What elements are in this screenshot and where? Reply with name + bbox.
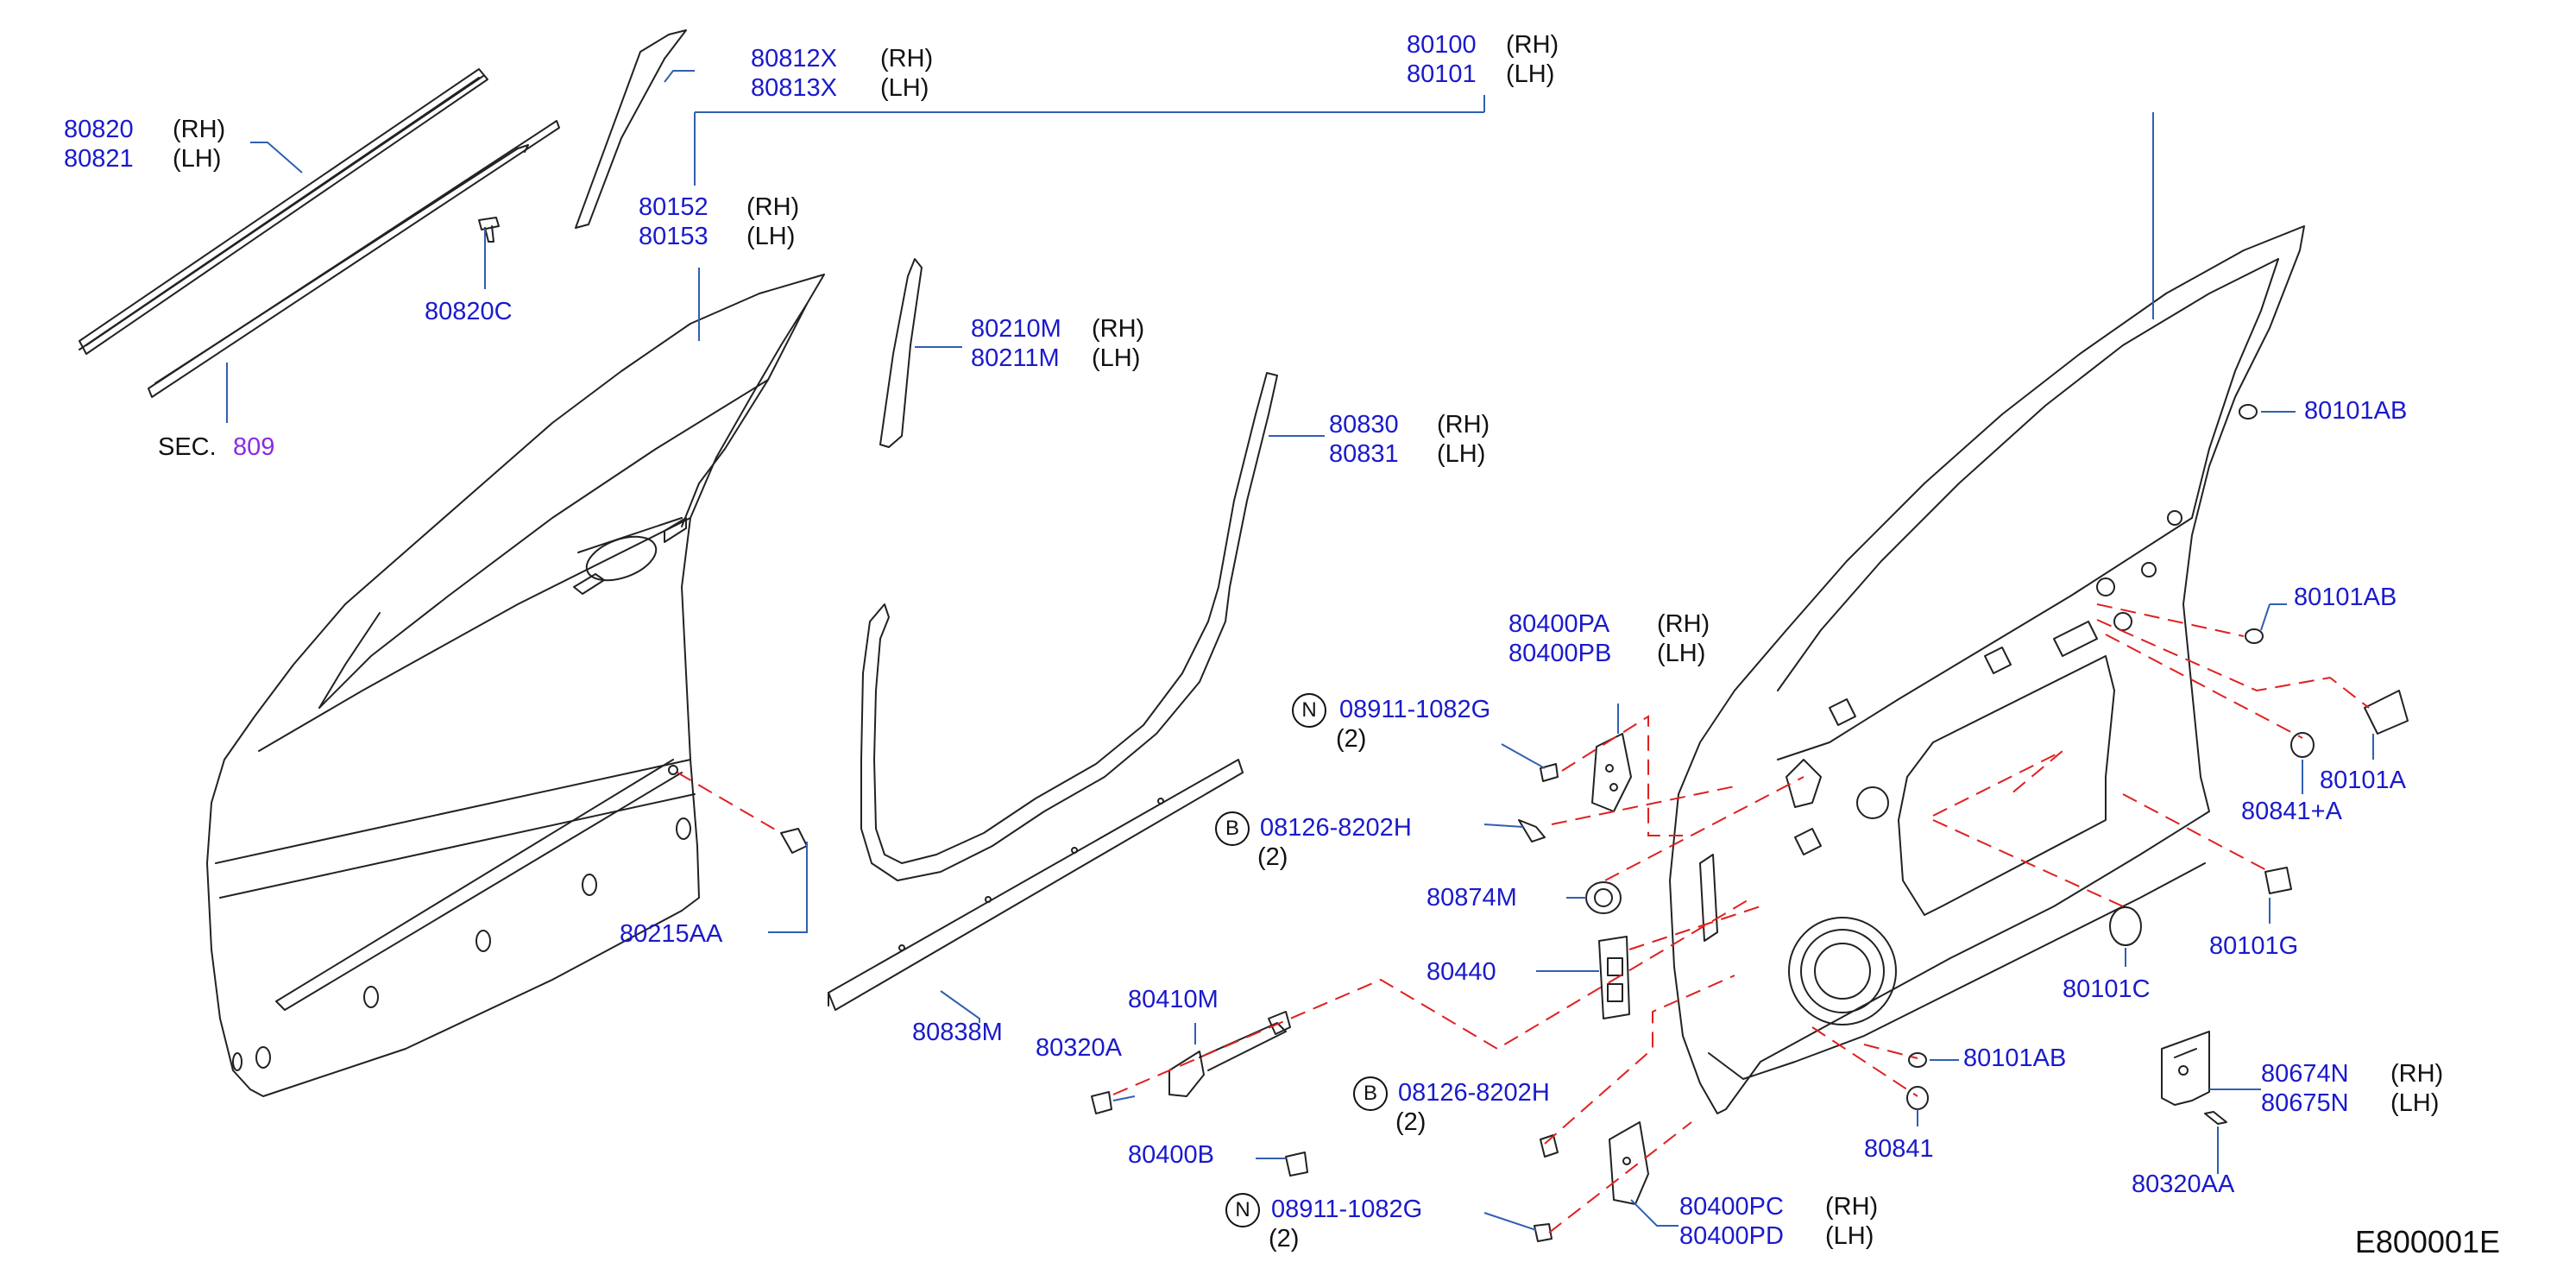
part-80320aa[interactable]: 80320AA <box>2132 1171 2235 1198</box>
upper-hinge <box>1591 733 1632 812</box>
part-80820[interactable]: 80820 <box>64 116 134 143</box>
part-80841-a[interactable]: 80841+A <box>2241 798 2342 825</box>
part-80101a[interactable]: 80101A <box>2320 767 2406 794</box>
part-80101[interactable]: 80101 <box>1407 60 1477 88</box>
part-80831[interactable]: 80831 <box>1329 440 1399 468</box>
quantity-top-nut: (2) <box>1336 725 1367 753</box>
lower-rail <box>828 759 1244 1011</box>
part-80812x[interactable]: 80812X <box>751 45 837 73</box>
lower-door-hinge <box>1609 1121 1649 1205</box>
part-80400pc[interactable]: 80400PC <box>1679 1193 1784 1221</box>
part-80830[interactable]: 80830 <box>1329 411 1399 439</box>
part-80821[interactable]: 80821 <box>64 145 134 173</box>
part-08911-1082g-bottom[interactable]: 08911-1082G <box>1271 1196 1423 1223</box>
diagram-id: E800001E <box>2354 1224 2500 1259</box>
sash-trim <box>575 29 687 229</box>
part-80841[interactable]: 80841 <box>1864 1135 1934 1163</box>
side-lh: (LH) <box>1506 60 1555 88</box>
part-80152[interactable]: 80152 <box>639 193 709 221</box>
part-80400pb[interactable]: 80400PB <box>1508 640 1612 667</box>
part-80400pd[interactable]: 80400PD <box>1679 1222 1784 1250</box>
side-rh: (RH) <box>746 193 800 221</box>
door-weatherstrip <box>860 372 1278 881</box>
striker <box>1598 936 1630 1019</box>
side-lh: (LH) <box>2390 1089 2440 1117</box>
part-80675n[interactable]: 80675N <box>2261 1089 2349 1117</box>
part-80400b[interactable]: 80400B <box>1128 1141 1214 1169</box>
part-80100[interactable]: 80100 <box>1407 31 1477 59</box>
side-rh: (RH) <box>1437 411 1490 439</box>
section-prefix: SEC. <box>158 433 217 461</box>
sash-strip <box>879 258 923 448</box>
part-08126-8202h-top[interactable]: 08126-8202H <box>1260 814 1412 842</box>
inner-belt-seal <box>148 120 560 398</box>
side-lh: (LH) <box>173 145 222 173</box>
side-rh: (RH) <box>1825 1193 1879 1221</box>
side-lh: (LH) <box>880 74 929 102</box>
part-80320a[interactable]: 80320A <box>1036 1034 1122 1062</box>
door-outer-panel <box>206 274 825 1097</box>
side-lh: (LH) <box>746 223 796 250</box>
part-80211m[interactable]: 80211M <box>971 344 1060 372</box>
side-rh: (RH) <box>2390 1060 2444 1088</box>
part-80210m[interactable]: 80210M <box>971 315 1061 343</box>
side-rh: (RH) <box>1506 31 1559 59</box>
side-rh: (RH) <box>173 116 226 143</box>
nut-mark-top: N <box>1292 693 1326 728</box>
part-80215aa[interactable]: 80215AA <box>620 920 723 948</box>
part-80101ab-top[interactable]: 80101AB <box>2304 397 2408 425</box>
part-80813x[interactable]: 80813X <box>751 74 837 102</box>
quantity-bottom-bolt: (2) <box>1395 1108 1427 1136</box>
quantity-top-bolt: (2) <box>1257 843 1288 871</box>
bolt-mark-top: B <box>1215 811 1250 846</box>
quantity-bottom-nut: (2) <box>1269 1225 1300 1253</box>
side-rh: (RH) <box>1657 610 1710 638</box>
part-80440[interactable]: 80440 <box>1427 958 1496 986</box>
part-08911-1082g-top[interactable]: 08911-1082G <box>1339 696 1491 723</box>
part-80101g[interactable]: 80101G <box>2209 932 2299 960</box>
nut-mark-bottom: N <box>1225 1193 1260 1227</box>
lower-hinge <box>2161 1031 2210 1106</box>
part-80410m[interactable]: 80410M <box>1128 986 1219 1013</box>
side-lh: (LH) <box>1825 1222 1874 1250</box>
part-80101ab-mid[interactable]: 80101AB <box>2294 584 2397 611</box>
part-80874m[interactable]: 80874M <box>1427 884 1517 912</box>
side-lh: (LH) <box>1657 640 1706 667</box>
side-lh: (LH) <box>1092 344 1141 372</box>
side-rh: (RH) <box>880 45 934 73</box>
part-80674n[interactable]: 80674N <box>2261 1060 2349 1088</box>
part-08126-8202h-bottom[interactable]: 08126-8202H <box>1398 1079 1550 1107</box>
door-inner-panel <box>1669 225 2305 1114</box>
part-80101ab-bottom[interactable]: 80101AB <box>1963 1044 2067 1072</box>
outer-molding <box>79 68 488 355</box>
part-80820c[interactable]: 80820C <box>425 298 513 325</box>
part-80838m[interactable]: 80838M <box>912 1019 1003 1046</box>
section-number[interactable]: 809 <box>233 433 275 461</box>
bolt-mark-bottom: B <box>1353 1076 1388 1111</box>
side-rh: (RH) <box>1092 315 1145 343</box>
part-80101c[interactable]: 80101C <box>2063 975 2151 1003</box>
part-80400pa[interactable]: 80400PA <box>1508 610 1610 638</box>
part-80153[interactable]: 80153 <box>639 223 709 250</box>
door-check-link <box>1168 1051 1205 1097</box>
side-lh: (LH) <box>1437 440 1486 468</box>
